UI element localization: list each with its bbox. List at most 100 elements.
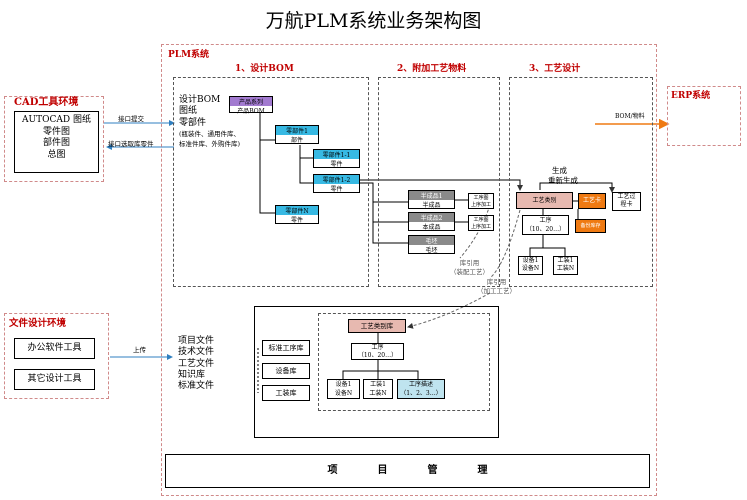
design-bom-item: 图纸 bbox=[179, 106, 198, 117]
cad-env-label: CAD工具环境 bbox=[14, 97, 79, 108]
file-env-label: 文件设计环境 bbox=[9, 318, 67, 329]
file-env-frame bbox=[4, 313, 109, 399]
node-header: 产品系列 bbox=[230, 97, 272, 106]
regenerate-label: 重新生成 bbox=[548, 176, 578, 185]
node-body: 本成品 bbox=[422, 224, 441, 231]
design-bom-list: 设计BOM 图纸 零部件 (瓶装件、通用件库、 标准件库、外购件库) bbox=[179, 95, 240, 149]
node-line2: 工装N bbox=[369, 390, 387, 397]
node-top: 工序图 bbox=[473, 195, 489, 201]
node-body: 半成品 bbox=[422, 202, 441, 209]
part-1-node[interactable]: 零部件1 部件 bbox=[275, 125, 319, 144]
library-item: 知识库 bbox=[178, 369, 206, 380]
page-title: 万航PLM系统业务架构图 bbox=[265, 10, 482, 32]
node-line2: 工装N bbox=[556, 265, 575, 272]
office-tools-button[interactable]: 办公软件工具 bbox=[14, 338, 95, 359]
cad-item: AUTOCAD 图纸 bbox=[22, 115, 91, 125]
lib-equipment-node[interactable]: 设备1 设备N bbox=[327, 379, 360, 399]
process-small-2[interactable]: 工序图 上序加工 bbox=[468, 215, 494, 231]
node-line2: 设备N bbox=[521, 265, 540, 272]
erp-system-label: ERP系统 bbox=[671, 91, 711, 101]
lib-step-desc-node[interactable]: 工序描述 （1、2、3…） bbox=[397, 379, 445, 399]
section-craft-design: 3、工艺设计 bbox=[529, 64, 581, 74]
node-bottom: 上序加工 bbox=[470, 224, 491, 230]
node-header: 零部件1-2 bbox=[314, 175, 359, 184]
node-header: 半成品2 bbox=[409, 213, 454, 222]
lib-process-node[interactable]: 工序 （10、20…） bbox=[351, 343, 404, 360]
equipment-lib[interactable]: 设备库 bbox=[262, 363, 310, 379]
section-design-bom: 1、设计BOM bbox=[235, 64, 294, 74]
tooling-lib[interactable]: 工装库 bbox=[262, 385, 310, 401]
plm-system-label: PLM系统 bbox=[168, 50, 210, 60]
process-node[interactable]: 工序 （10、20…） bbox=[522, 215, 569, 235]
interface-submit-label: 接口提交 bbox=[118, 115, 144, 123]
tooling-node[interactable]: 工装1 工装N bbox=[553, 256, 578, 275]
craft-design-frame bbox=[509, 77, 653, 287]
other-tools-button[interactable]: 其它设计工具 bbox=[14, 369, 95, 390]
node-body: 零件 bbox=[290, 217, 303, 224]
part-1-1-node[interactable]: 零部件1-1 零件 bbox=[313, 149, 360, 168]
library-list: 项目文件 技术文件 工艺文件 知识库 标准文件 bbox=[178, 336, 214, 392]
process-small-1[interactable]: 工序图 上序加工 bbox=[468, 193, 494, 209]
lib-tooling-node[interactable]: 工装1 工装N bbox=[363, 379, 393, 399]
craft-route-card-node[interactable]: 工艺过 程卡 bbox=[612, 192, 641, 211]
ref-assembly-label: 库引用 （装配工艺） bbox=[450, 259, 489, 277]
library-item: 标准文件 bbox=[178, 381, 215, 391]
node-line1: 设备1 bbox=[522, 257, 539, 264]
node-bottom: 上序加工 bbox=[470, 202, 491, 208]
ref-line1: 库引用 bbox=[486, 278, 507, 286]
std-process-lib[interactable]: 标准工序库 bbox=[262, 340, 310, 356]
node-body: 毛坯 bbox=[425, 247, 438, 254]
node-line1: 设备1 bbox=[335, 381, 352, 388]
extra-material-frame bbox=[378, 77, 500, 287]
node-line2: 设备N bbox=[334, 390, 353, 397]
node-line1: 工序 bbox=[539, 217, 552, 224]
design-bom-item: (瓶装件、通用件库、 bbox=[179, 129, 241, 138]
bom-material-label: BOM/物料 bbox=[615, 113, 645, 120]
interface-pick-label: 接口选取库零件 bbox=[108, 140, 154, 148]
node-body: 零件 bbox=[330, 186, 343, 193]
part-1-2-node[interactable]: 零部件1-2 零件 bbox=[313, 174, 360, 193]
node-body: 零件 bbox=[330, 161, 343, 168]
node-line1: 工序描述 bbox=[408, 381, 433, 388]
node-header: 半成品1 bbox=[409, 191, 454, 200]
node-body: 部件 bbox=[290, 137, 303, 144]
ref-line2: （加工工艺） bbox=[477, 287, 516, 295]
design-bom-item: 标准件库、外购件库) bbox=[179, 139, 241, 148]
cad-env-frame bbox=[4, 96, 104, 182]
library-item: 项目文件 bbox=[178, 336, 215, 346]
ref-line2: （装配工艺） bbox=[450, 268, 489, 276]
design-bom-item: 零部件 bbox=[179, 117, 207, 128]
node-top: 工序图 bbox=[473, 217, 489, 223]
craft-type-node[interactable]: 工艺类别 bbox=[516, 192, 573, 209]
node-body: 产品BOM bbox=[237, 108, 265, 115]
semi-product-2-node[interactable]: 半成品2 本成品 bbox=[408, 212, 455, 231]
semi-product-1-node[interactable]: 半成品1 半成品 bbox=[408, 190, 455, 209]
section-extra-material: 2、附加工艺物料 bbox=[397, 64, 467, 74]
part-n-node[interactable]: 零部件N 零件 bbox=[275, 205, 319, 224]
craft-type-lib[interactable]: 工艺类别库 bbox=[348, 319, 406, 333]
craft-card-node[interactable]: 工艺卡 bbox=[578, 193, 606, 209]
node-header: 零部件N bbox=[276, 206, 318, 215]
erp-system-frame bbox=[667, 86, 741, 146]
project-management-bar[interactable]: 项 目 管 理 bbox=[165, 454, 650, 488]
cad-item: 零件图 bbox=[42, 126, 70, 137]
node-line2: （10、20…） bbox=[357, 352, 398, 359]
cad-item: 部件图 bbox=[42, 138, 70, 148]
node-line1: 工序 bbox=[371, 344, 384, 351]
blank-node[interactable]: 毛坯 毛坯 bbox=[408, 235, 455, 254]
ref-line1: 库引用 bbox=[459, 259, 480, 267]
cad-items-box: AUTOCAD 图纸 零件图 部件图 总图 bbox=[14, 111, 99, 173]
craft-lib-frame bbox=[318, 313, 490, 411]
node-line2: （1、2、3…） bbox=[400, 390, 442, 397]
node-line1: 工装1 bbox=[557, 257, 574, 264]
node-line1: 工艺过 bbox=[617, 193, 636, 200]
reserve-node[interactable]: 备份库存 bbox=[575, 219, 606, 233]
node-line2: 程卡 bbox=[620, 201, 633, 208]
product-series-node[interactable]: 产品系列 产品BOM bbox=[229, 96, 273, 115]
ref-machining-label: 库引用 （加工工艺） bbox=[477, 278, 516, 296]
plm-system-frame bbox=[161, 44, 657, 496]
equipment-node[interactable]: 设备1 设备N bbox=[518, 256, 543, 275]
upload-label: 上传 bbox=[133, 346, 146, 354]
node-header: 零部件1 bbox=[276, 126, 318, 135]
